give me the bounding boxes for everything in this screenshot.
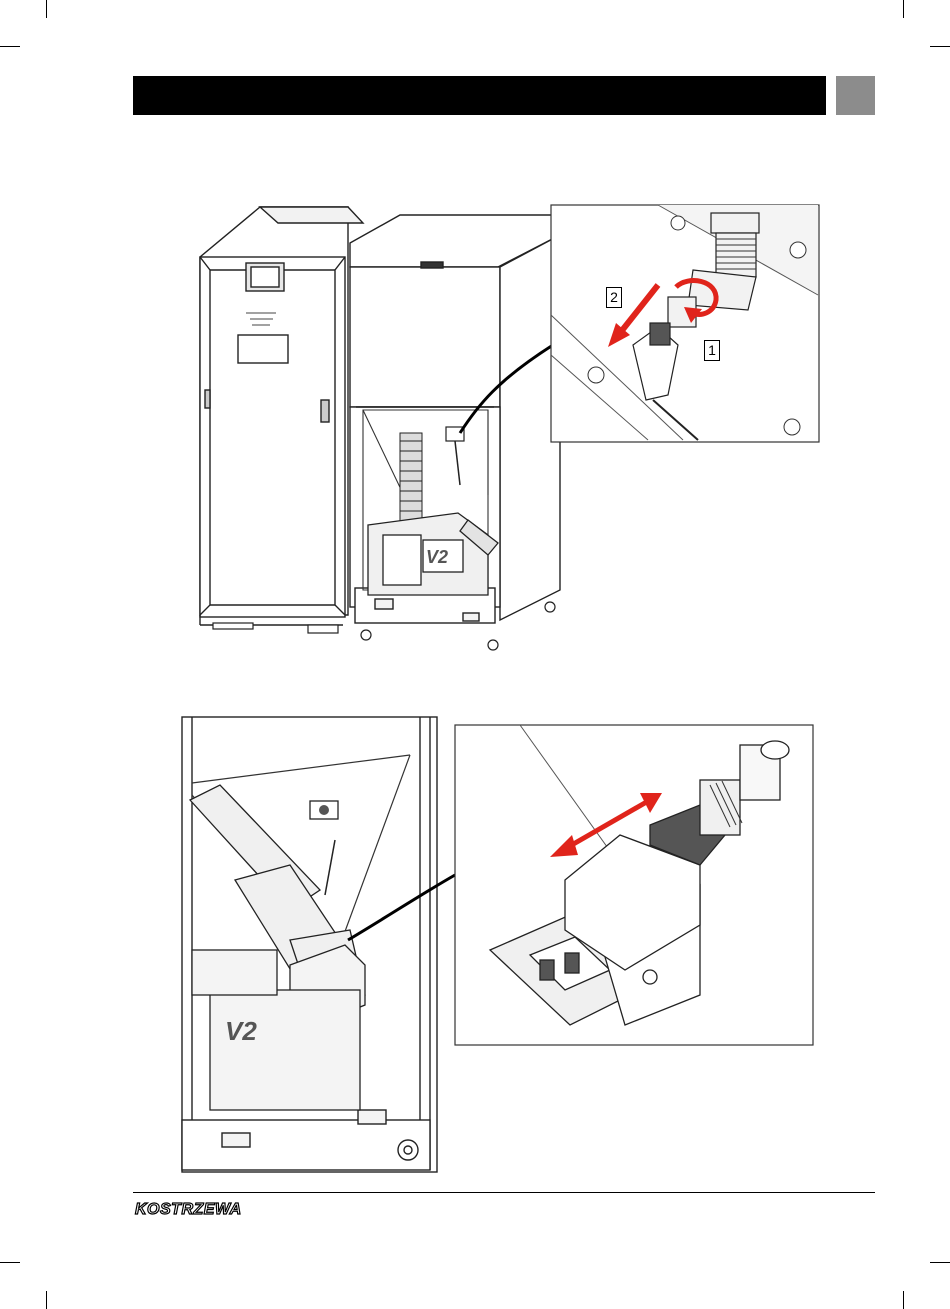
crop-mark: [0, 46, 20, 47]
brand-logo: KOSTRZEWA: [133, 1196, 257, 1218]
plug-detail-inset: [455, 725, 813, 1045]
section-header-bar: [133, 76, 826, 115]
crop-mark: [46, 0, 47, 18]
connector-detail-inset: [551, 205, 819, 442]
brand-logo-icon: KOSTRZEWA: [133, 1196, 257, 1218]
brand-name: KOSTRZEWA: [135, 1201, 242, 1218]
feeder-drawing: V2: [180, 715, 820, 1175]
crop-mark: [903, 1291, 904, 1309]
crop-mark: [903, 0, 904, 18]
panel-badge: V2: [426, 547, 448, 567]
section-tab: [836, 76, 875, 115]
callout-step-2: 2: [606, 287, 622, 308]
crop-mark: [46, 1291, 47, 1309]
feeder-closeup-illustration: V2: [180, 715, 820, 1175]
footer-rule: [133, 1192, 875, 1193]
crop-mark: [930, 46, 950, 47]
panel-badge: V2: [225, 1016, 257, 1046]
boiler-illustration: V2: [188, 195, 828, 665]
crop-mark: [0, 1262, 20, 1263]
boiler-drawing: V2: [188, 195, 828, 665]
crop-mark: [930, 1262, 950, 1263]
callout-step-1: 1: [704, 340, 720, 361]
